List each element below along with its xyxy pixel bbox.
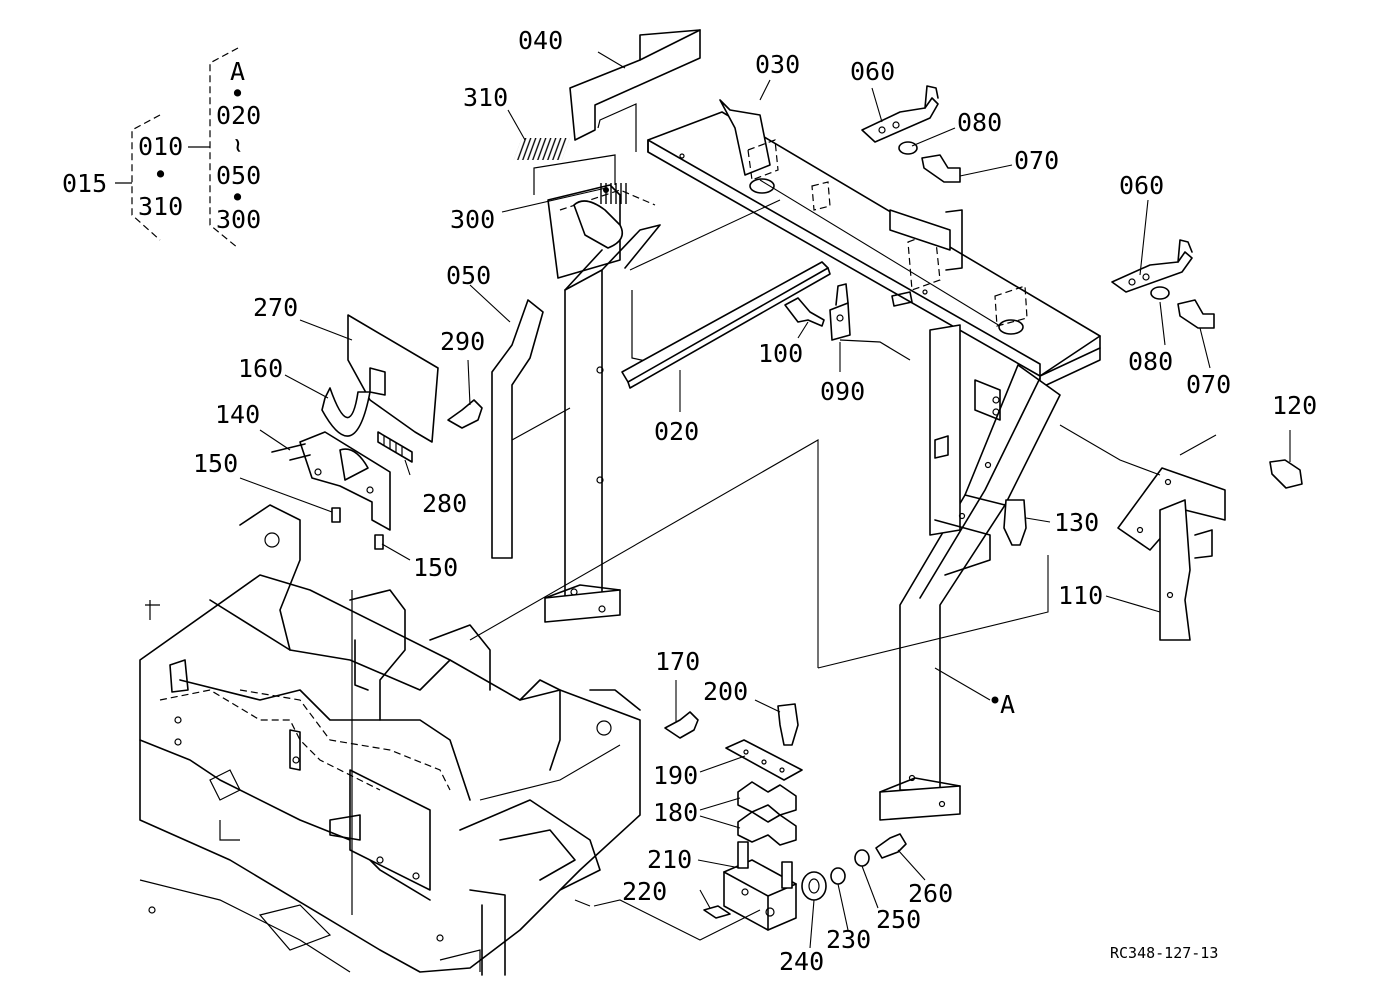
reference-marker-a: A <box>1000 690 1015 719</box>
tree-a: A <box>230 57 245 86</box>
label-080-right: 080 <box>1128 347 1173 376</box>
part-090-bracket <box>829 283 911 361</box>
label-270: 270 <box>253 293 298 322</box>
label-050: 050 <box>446 261 491 290</box>
part-300-patch <box>573 183 630 249</box>
part-100-bolt <box>784 297 825 327</box>
part-210-block <box>723 841 797 931</box>
part-040-handle <box>533 29 701 195</box>
part-230-collar <box>830 867 846 885</box>
part-270-plate <box>347 314 439 443</box>
label-060-top: 060 <box>850 57 895 86</box>
tree-dot-1: • <box>153 160 168 189</box>
part-190-strip <box>725 739 803 781</box>
leader-lines <box>239 51 1291 949</box>
part-200-bolt <box>777 703 799 746</box>
assembly-tree-labels: 015 010 • 310 A • 020 ~ 050 • 300 <box>62 57 261 234</box>
part-060-right <box>1111 239 1193 293</box>
label-100: 100 <box>758 339 803 368</box>
label-120: 120 <box>1272 391 1317 420</box>
label-040: 040 <box>518 26 563 55</box>
label-030: 030 <box>755 50 800 79</box>
part-280-strip <box>377 431 413 463</box>
part-260-bolt <box>875 833 907 859</box>
label-200: 200 <box>703 677 748 706</box>
label-170: 170 <box>655 647 700 676</box>
label-190: 190 <box>653 761 698 790</box>
label-060-right: 060 <box>1119 171 1164 200</box>
part-labels: 040 030 060 080 070 310 300 060 050 270 … <box>193 26 1317 976</box>
label-230: 230 <box>826 925 871 954</box>
tree-dot-3: • <box>230 183 245 212</box>
label-130: 130 <box>1054 508 1099 537</box>
tree-050: 050 <box>216 161 261 190</box>
part-180-clamps <box>737 781 797 846</box>
part-020-bar <box>621 261 831 389</box>
label-110: 110 <box>1058 581 1103 610</box>
part-080-right <box>1150 286 1170 300</box>
label-290: 290 <box>440 327 485 356</box>
label-090: 090 <box>820 377 865 406</box>
label-210: 210 <box>647 845 692 874</box>
tree-tilde: ~ <box>223 135 254 155</box>
label-140: 140 <box>215 400 260 429</box>
part-130-bolt <box>1003 499 1027 546</box>
label-220: 220 <box>622 877 667 906</box>
part-240-bushing <box>801 871 827 901</box>
tree-300: 300 <box>216 205 261 234</box>
label-280: 280 <box>422 489 467 518</box>
part-220-plate <box>703 905 731 919</box>
label-150-lower: 150 <box>413 553 458 582</box>
tree-020: 020 <box>216 101 261 130</box>
part-050-pipe <box>491 299 544 559</box>
label-070-right: 070 <box>1186 370 1231 399</box>
label-070-top: 070 <box>1014 146 1059 175</box>
base-frame <box>139 504 641 976</box>
part-110-bracket <box>1117 467 1226 641</box>
label-080-top: 080 <box>957 108 1002 137</box>
part-120-bolt <box>1269 459 1303 489</box>
part-070-right <box>1177 299 1215 329</box>
label-250: 250 <box>876 905 921 934</box>
top-cross-beam <box>647 99 1101 389</box>
part-070-top <box>921 154 961 183</box>
part-060-top <box>861 85 939 143</box>
part-170-bolt <box>664 711 699 739</box>
part-150-clip-lower <box>374 534 384 550</box>
part-140-plate <box>271 431 391 531</box>
tree-root-015: 015 <box>62 169 107 198</box>
label-160: 160 <box>238 354 283 383</box>
tree-310: 310 <box>138 192 183 221</box>
label-180: 180 <box>653 798 698 827</box>
drawing-code: RC348-127-13 <box>1110 944 1218 962</box>
part-150-clip-upper <box>331 507 341 523</box>
label-150-upper: 150 <box>193 449 238 478</box>
part-250-washer <box>854 849 870 867</box>
label-020: 020 <box>654 417 699 446</box>
label-260: 260 <box>908 879 953 908</box>
left-post <box>544 184 661 623</box>
tree-010: 010 <box>138 132 183 161</box>
right-post <box>879 324 1061 821</box>
part-290-bolt <box>447 399 483 429</box>
part-160-clamp <box>321 387 371 437</box>
label-310: 310 <box>463 83 508 112</box>
tree-dot-2: • <box>230 79 245 108</box>
assembly-tree <box>115 47 239 249</box>
label-240: 240 <box>779 947 824 976</box>
part-080-top <box>898 141 918 155</box>
label-300: 300 <box>450 205 495 234</box>
part-310-patch <box>513 138 570 160</box>
